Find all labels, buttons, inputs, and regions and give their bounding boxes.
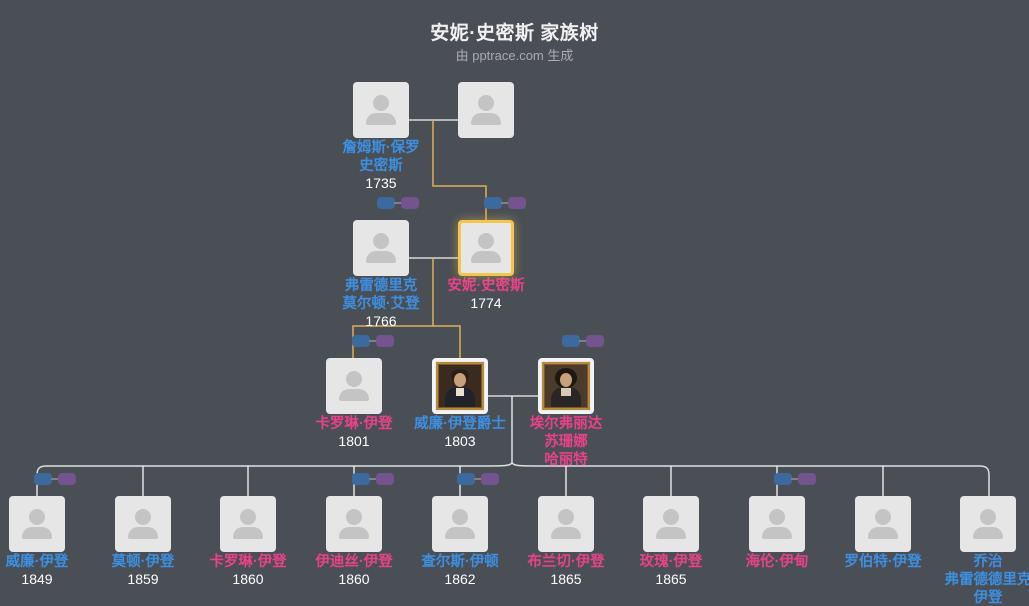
person-placeholder-icon — [9, 496, 65, 552]
birth-year: 1865 — [550, 571, 582, 587]
person-name: 威廉·伊登爵士 — [414, 416, 506, 432]
birth-year: 1860 — [232, 571, 264, 587]
birth-year: 1801 — [338, 433, 370, 449]
birth-year: 1859 — [127, 571, 159, 587]
person-name: 史密斯 — [359, 158, 403, 174]
person-placeholder-icon — [855, 496, 911, 552]
person-name: 威廉·伊登 — [5, 554, 69, 570]
person-name: 卡罗琳·伊登 — [209, 554, 287, 570]
person-placeholder-icon — [458, 220, 514, 276]
person-name: 布兰切·伊登 — [527, 554, 605, 570]
person-name: 埃尔弗丽达 — [529, 416, 603, 432]
person-placeholder-icon — [432, 496, 488, 552]
birth-year: 1774 — [470, 295, 502, 311]
page-subtitle: 由 pptrace.com 生成 — [455, 48, 574, 63]
birth-year: 1803 — [444, 433, 476, 449]
person-placeholder-icon — [326, 358, 382, 414]
person-placeholder-icon — [115, 496, 171, 552]
person-name: 安妮·史密斯 — [447, 278, 525, 294]
birth-year: 1865 — [655, 571, 687, 587]
person-name: 弗雷德里克 — [344, 278, 418, 294]
person-node-robert[interactable]: 罗伯特·伊登 — [823, 496, 943, 570]
person-name: 莫顿·伊登 — [111, 554, 175, 570]
person-name: 哈丽特 — [544, 452, 588, 468]
birth-year: 1849 — [21, 571, 53, 587]
person-name: 罗伯特·伊登 — [844, 554, 922, 570]
person-placeholder-icon — [353, 220, 409, 276]
person-node-elfrida[interactable]: 埃尔弗丽达苏珊娜哈丽特 — [506, 358, 626, 468]
portrait-image — [432, 358, 488, 414]
person-node-george[interactable]: 乔治弗雷德德里克伊登 — [928, 496, 1029, 606]
person-name: 玫瑰·伊登 — [639, 554, 703, 570]
person-name: 弗雷德德里克 — [944, 572, 1029, 588]
person-name: 查尔斯·伊顿 — [421, 554, 499, 570]
birth-year: 1860 — [338, 571, 370, 587]
person-name: 伊迪丝·伊登 — [315, 554, 393, 570]
person-placeholder-icon — [220, 496, 276, 552]
person-name: 乔治 — [973, 554, 1003, 570]
person-placeholder-icon — [326, 496, 382, 552]
person-node-paternal-grandmother[interactable] — [426, 82, 546, 138]
birth-year: 1862 — [444, 571, 476, 587]
person-name: 海伦·伊甸 — [745, 554, 809, 570]
person-placeholder-icon — [538, 496, 594, 552]
person-placeholder-icon — [749, 496, 805, 552]
person-name: 苏珊娜 — [544, 434, 588, 450]
birth-year: 1766 — [365, 313, 397, 329]
birth-year: 1735 — [365, 175, 397, 191]
person-placeholder-icon — [458, 82, 514, 138]
person-placeholder-icon — [643, 496, 699, 552]
person-placeholder-icon — [960, 496, 1016, 552]
person-name: 莫尔顿·艾登 — [342, 296, 420, 312]
page-title: 安妮·史密斯 家族树 — [430, 23, 599, 44]
person-name: 卡罗琳·伊登 — [315, 416, 393, 432]
person-name: 伊登 — [973, 590, 1003, 606]
person-name: 詹姆斯·保罗 — [342, 140, 420, 156]
portrait-image — [538, 358, 594, 414]
person-placeholder-icon — [353, 82, 409, 138]
person-node-helen[interactable]: 海伦·伊甸 — [717, 496, 837, 570]
